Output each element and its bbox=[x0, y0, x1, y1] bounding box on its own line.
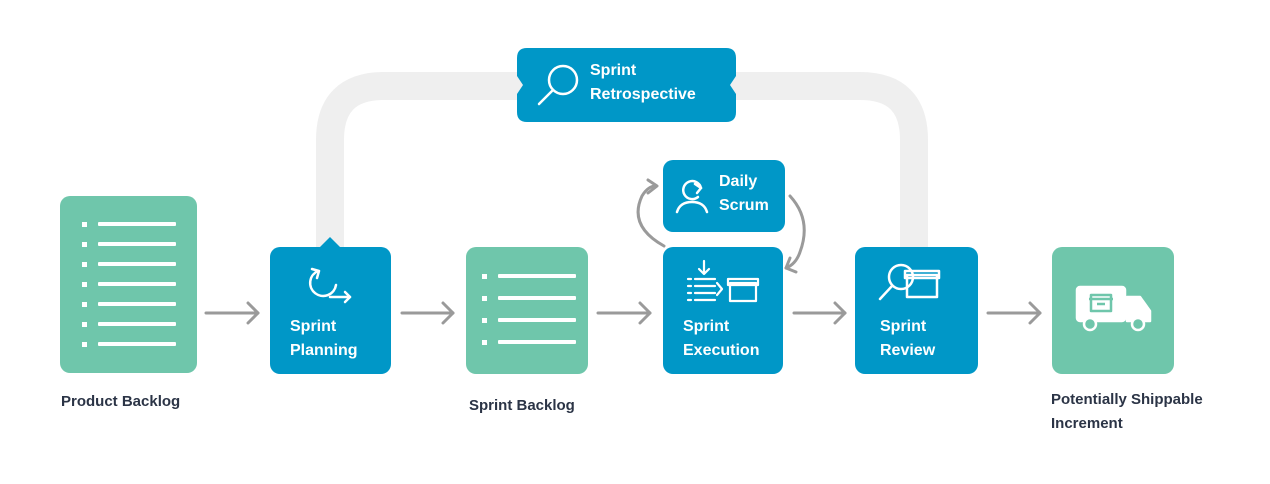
arrow-scrum-cycle-right bbox=[784, 194, 806, 274]
delivery-truck-icon bbox=[1075, 285, 1152, 332]
execution-icon bbox=[686, 259, 760, 303]
arrow-planning-to-sprint-backlog bbox=[400, 301, 455, 325]
magnifier-icon bbox=[537, 64, 579, 106]
sprint-retrospective-box bbox=[517, 48, 736, 122]
sprint-planning-title: Sprint Planning bbox=[290, 318, 358, 359]
sprint-execution-box: Sprint Execution bbox=[663, 247, 783, 374]
arrow-review-to-increment bbox=[986, 301, 1042, 325]
sprint-review-box: Sprint Review bbox=[855, 247, 978, 374]
people-cycle-icon bbox=[675, 179, 709, 214]
daily-scrum-box: Daily Scrum bbox=[663, 160, 785, 232]
sprint-execution-title: Sprint Execution bbox=[683, 318, 760, 359]
increment-label: Potentially Shippable Increment bbox=[1051, 391, 1203, 432]
planning-pointer bbox=[318, 237, 342, 249]
arrow-backlog-to-planning bbox=[204, 301, 260, 325]
increment-box bbox=[1052, 247, 1174, 374]
sprint-backlog-label: Sprint Backlog bbox=[469, 397, 575, 414]
sprint-backlog-box bbox=[466, 247, 588, 374]
review-icon bbox=[878, 263, 941, 301]
sprint-retrospective-title: Sprint Retrospective bbox=[590, 62, 696, 103]
arrow-sprint-backlog-to-execution bbox=[596, 301, 652, 325]
daily-scrum-title: Daily Scrum bbox=[719, 173, 769, 214]
product-backlog-box bbox=[60, 196, 197, 373]
sprint-review-title: Sprint Review bbox=[880, 318, 936, 359]
cycle-icon bbox=[308, 267, 352, 304]
product-backlog-label: Product Backlog bbox=[61, 393, 181, 410]
sprint-planning-box: Sprint Planning bbox=[270, 247, 391, 374]
arrow-execution-to-review bbox=[792, 301, 847, 325]
arrow-scrum-cycle-left bbox=[636, 178, 666, 248]
